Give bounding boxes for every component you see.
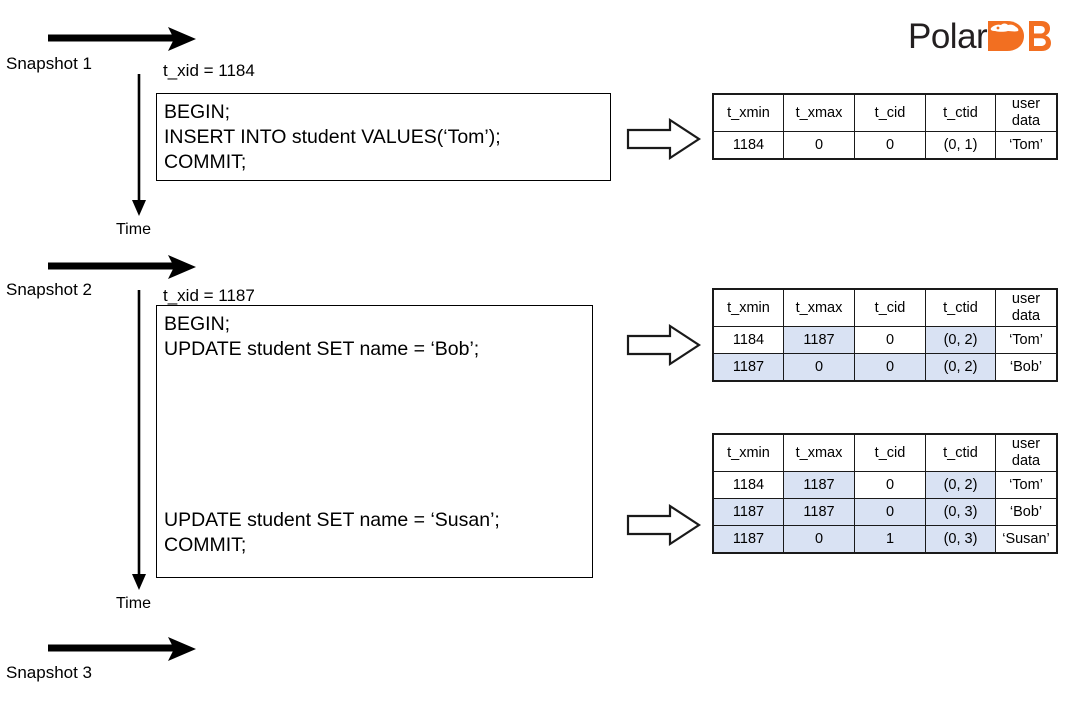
cell-t-ctid: (0, 2)	[925, 326, 996, 354]
cell-t-xmax: 0	[783, 353, 855, 382]
col-header-t-xmin: t_xmin	[712, 288, 784, 327]
snapshot-2-arrow-icon	[48, 255, 196, 279]
table-row: 1187 0 0 (0, 2) ‘Bob’	[712, 353, 1058, 382]
txn-1-code-line: BEGIN;	[164, 101, 231, 123]
cell-t-ctid: (0, 1)	[925, 131, 996, 160]
snapshot-3-label: Snapshot 3	[6, 663, 93, 682]
snapshot-3-arrow-icon	[48, 637, 196, 661]
cell-t-ctid: (0, 3)	[925, 498, 996, 526]
txn-2-code-box: BEGIN; UPDATE student SET name = ‘Bob’; …	[156, 305, 593, 578]
result-block-arrow-3-icon	[626, 503, 702, 547]
cell-t-ctid: (0, 2)	[925, 471, 996, 499]
cell-t-ctid: (0, 2)	[925, 353, 996, 382]
cell-user-data: ‘Bob’	[995, 498, 1058, 526]
cell-t-xmax: 0	[783, 525, 855, 554]
time-label-1: Time	[116, 221, 151, 238]
time-label-2: Time	[116, 595, 151, 612]
col-header-t-xmax: t_xmax	[783, 93, 855, 132]
result-block-arrow-2-icon	[626, 323, 702, 367]
table-row: 1184 1187 0 (0, 2) ‘Tom’	[712, 326, 1058, 354]
txn-1-code-line: COMMIT;	[164, 151, 247, 173]
cell-user-data: ‘Bob’	[995, 353, 1058, 382]
cell-t-xmax: 1187	[783, 326, 855, 354]
col-header-t-ctid: t_ctid	[925, 288, 996, 327]
col-header-t-xmin: t_xmin	[712, 93, 784, 132]
txn-1-xid-label: t_xid = 1184	[163, 61, 255, 80]
cell-t-xmin: 1184	[712, 131, 784, 160]
col-header-t-xmax: t_xmax	[783, 433, 855, 472]
table-row: 1187 1187 0 (0, 3) ‘Bob’	[712, 498, 1058, 526]
col-header-t-xmax: t_xmax	[783, 288, 855, 327]
cell-t-xmax: 1187	[783, 498, 855, 526]
col-header-t-cid: t_cid	[854, 433, 926, 472]
cell-t-ctid: (0, 3)	[925, 525, 996, 554]
cell-t-xmin: 1187	[712, 498, 784, 526]
polardb-logo: Polar	[908, 14, 1068, 58]
col-header-t-ctid: t_ctid	[925, 93, 996, 132]
col-header-t-cid: t_cid	[854, 93, 926, 132]
table-row: 1187 0 1 (0, 3) ‘Susan’	[712, 525, 1058, 554]
cell-t-cid: 0	[854, 326, 926, 354]
cell-t-cid: 0	[854, 498, 926, 526]
table-row: 1184 1187 0 (0, 2) ‘Tom’	[712, 471, 1058, 499]
txn-2-xid-label: t_xid = 1187	[163, 286, 255, 305]
txn-2-code-line: UPDATE student SET name = ‘Susan’;	[164, 509, 500, 531]
col-header-t-xmin: t_xmin	[712, 433, 784, 472]
cell-user-data: ‘Susan’	[995, 525, 1058, 554]
cell-t-xmin: 1187	[712, 525, 784, 554]
cell-t-cid: 0	[854, 471, 926, 499]
cell-t-xmax: 1187	[783, 471, 855, 499]
table-row: 1184 0 0 (0, 1) ‘Tom’	[712, 131, 1058, 160]
result-block-arrow-1-icon	[626, 117, 702, 161]
col-header-t-cid: t_cid	[854, 288, 926, 327]
cell-t-cid: 0	[854, 131, 926, 160]
cell-user-data: ‘Tom’	[995, 471, 1058, 499]
snapshot-1-label: Snapshot 1	[6, 54, 93, 73]
txn-1-code-box: BEGIN; INSERT INTO student VALUES(‘Tom’)…	[156, 93, 611, 181]
time-arrow-2-icon	[132, 290, 146, 590]
cell-user-data: ‘Tom’	[995, 326, 1058, 354]
cell-t-cid: 0	[854, 353, 926, 382]
time-arrow-1-icon	[132, 74, 146, 216]
logo-wordmark: Polar	[908, 16, 988, 56]
col-header-t-ctid: t_ctid	[925, 433, 996, 472]
cell-t-xmin: 1187	[712, 353, 784, 382]
cell-t-xmin: 1184	[712, 326, 784, 354]
cell-t-cid: 1	[854, 525, 926, 554]
txn-2-code-line: BEGIN;	[164, 313, 231, 335]
cell-t-xmax: 0	[783, 131, 855, 160]
snapshot-1-arrow-icon	[48, 27, 196, 51]
polardb-bear-mark-icon	[988, 21, 1052, 51]
cell-t-xmin: 1184	[712, 471, 784, 499]
snapshot-2-label: Snapshot 2	[6, 280, 93, 299]
code-gap	[164, 362, 592, 508]
cell-user-data: ‘Tom’	[995, 131, 1058, 160]
txn-1-code-line: INSERT INTO student VALUES(‘Tom’);	[164, 126, 501, 148]
txn-2-code-line: COMMIT;	[164, 534, 247, 556]
txn-2-code-line: UPDATE student SET name = ‘Bob’;	[164, 338, 480, 360]
